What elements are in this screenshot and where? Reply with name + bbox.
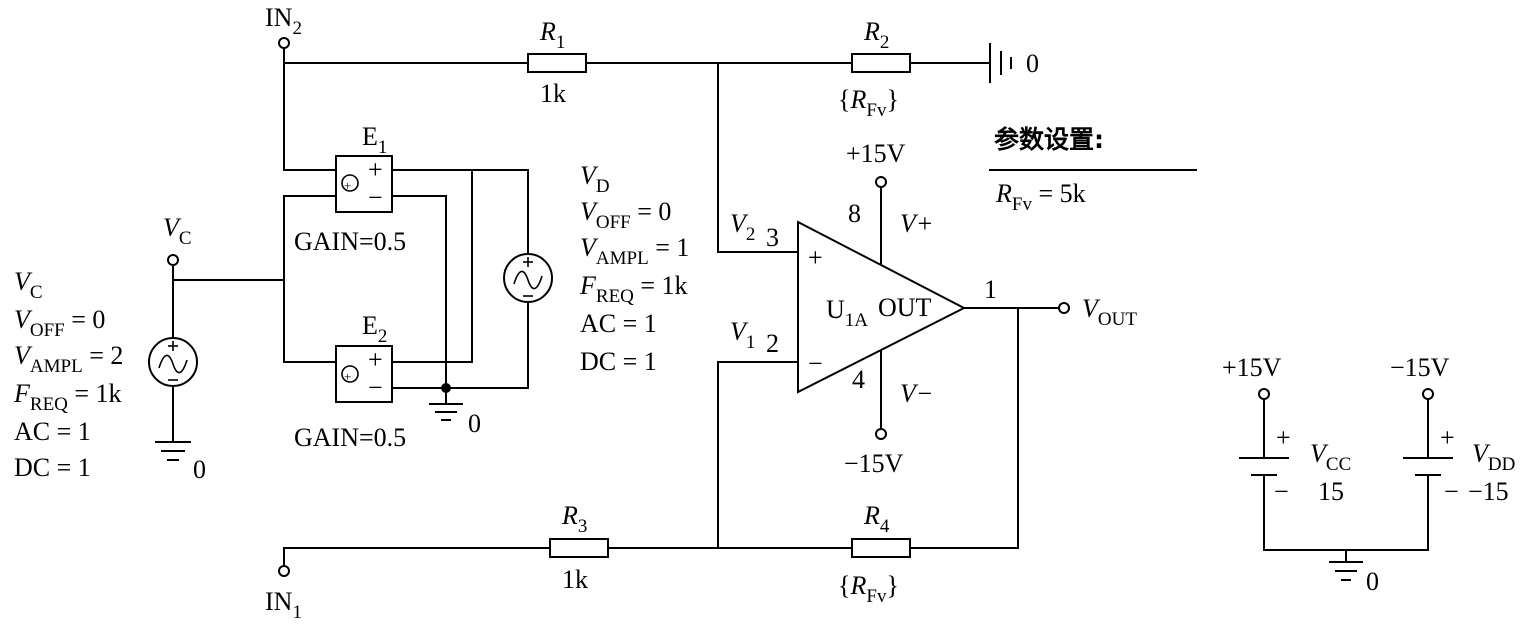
in2-terminal-node[interactable] xyxy=(278,37,290,49)
ground-label-e: 0 xyxy=(468,409,481,438)
vc-voff: VOFF = 0 xyxy=(14,305,105,341)
vdd-battery-symbol xyxy=(1403,457,1453,476)
r1-value: 1k xyxy=(540,79,566,108)
wires xyxy=(172,47,1429,576)
vd-sine-source xyxy=(503,253,553,303)
opamp-v2: V2 xyxy=(730,209,755,245)
r2-value: {RFv} xyxy=(838,85,899,121)
vout-terminal-node[interactable] xyxy=(1058,302,1070,314)
e1-plus: + xyxy=(368,155,383,184)
e2-gain: GAIN=0.5 xyxy=(294,423,406,452)
resistor-r3-body xyxy=(549,538,609,558)
vc-vampl: VAMPL = 2 xyxy=(14,341,123,377)
opamp-top-supply-node[interactable] xyxy=(875,176,887,188)
vcc-terminal-node[interactable] xyxy=(1258,388,1270,400)
opamp-out-label: OUT xyxy=(878,293,932,322)
opamp-pin2: 2 xyxy=(766,329,779,358)
params-title: 参数设置: xyxy=(994,125,1104,154)
ground-symbol-vc xyxy=(155,441,191,461)
opamp-pin4: 4 xyxy=(852,365,865,394)
opamp-bottom-supply: −15V xyxy=(844,449,904,478)
opamp-pin1: 1 xyxy=(984,275,997,304)
ground-symbol-r2 xyxy=(989,43,1012,83)
r4-value: {RFv} xyxy=(838,571,899,607)
vdd-terminal-label: −15V xyxy=(1390,353,1450,382)
opamp-v1: V1 xyxy=(730,317,755,353)
opamp-triangle xyxy=(797,220,967,394)
ground-symbol-supplies xyxy=(1329,561,1363,581)
r4-name: R4 xyxy=(863,501,890,537)
vdd-plus: + xyxy=(1440,423,1455,452)
junction-dot xyxy=(441,383,451,393)
opamp-bottom-supply-node[interactable] xyxy=(875,428,887,440)
ground-symbol-e xyxy=(429,403,463,421)
vcc-battery-symbol xyxy=(1239,457,1289,476)
vcc-name: VCC xyxy=(1310,439,1351,475)
r1-name: R1 xyxy=(539,17,565,53)
vcc-minus: − xyxy=(1274,477,1289,506)
r3-value: 1k xyxy=(562,565,588,594)
r2-name: R2 xyxy=(863,17,889,53)
vdd-name: VDD xyxy=(1472,439,1515,475)
vc-name: VC xyxy=(14,267,43,303)
e1-minus: − xyxy=(368,183,383,212)
in2-label: IN2 xyxy=(265,3,302,39)
opamp-pin3: 3 xyxy=(766,223,779,252)
vc-terminal-node[interactable] xyxy=(167,254,179,266)
vdd-value: −15 xyxy=(1468,477,1509,506)
opamp-name: U1A xyxy=(826,295,868,331)
e1-gain: GAIN=0.5 xyxy=(294,227,406,256)
vdd-minus: − xyxy=(1444,477,1459,506)
e2-minus: − xyxy=(368,373,383,402)
e2-name: E2 xyxy=(362,311,387,347)
params-entry: RFv = 5k xyxy=(995,179,1086,215)
vcc-terminal-label: +15V xyxy=(1222,353,1282,382)
vd-dc: DC = 1 xyxy=(580,347,657,376)
opamp-vplus: V+ xyxy=(900,209,933,238)
vcc-plus: + xyxy=(1276,423,1291,452)
vc-sine-source xyxy=(148,337,198,387)
vc-dc: DC = 1 xyxy=(14,453,91,482)
ground-label-r2: 0 xyxy=(1026,49,1039,78)
vd-ac: AC = 1 xyxy=(580,309,657,338)
opamp-plus: + xyxy=(808,243,823,272)
resistor-r4-body xyxy=(851,538,911,558)
ground-label-vc: 0 xyxy=(193,455,206,484)
vd-name: VD xyxy=(580,161,610,197)
opamp-vminus: V− xyxy=(900,379,933,408)
ground-label-supplies: 0 xyxy=(1366,567,1379,596)
opamp-top-supply: +15V xyxy=(846,139,906,168)
e1-ctrl-sign: + xyxy=(344,178,351,193)
vd-voff: VOFF = 0 xyxy=(580,197,671,233)
vd-vampl: VAMPL = 1 xyxy=(580,233,689,269)
opamp-minus: − xyxy=(808,349,823,378)
e2-source: + xyxy=(335,345,393,403)
resistor-r1-body xyxy=(527,53,587,73)
vc-ac: AC = 1 xyxy=(14,417,91,446)
vcc-value: 15 xyxy=(1318,477,1344,506)
r3-name: R3 xyxy=(561,501,587,537)
e2-plus: + xyxy=(368,345,383,374)
vout-label: VOUT xyxy=(1082,294,1137,330)
vc-terminal-label: VC xyxy=(163,213,192,249)
in1-terminal-node[interactable] xyxy=(278,565,290,577)
vc-freq: FREQ = 1k xyxy=(13,379,122,415)
vdd-terminal-node[interactable] xyxy=(1422,388,1434,400)
e1-name: E1 xyxy=(362,122,387,158)
opamp-pin8: 8 xyxy=(848,199,861,228)
vd-freq: FREQ = 1k xyxy=(579,271,688,307)
resistor-r2-body xyxy=(851,53,911,73)
e2-ctrl-sign: + xyxy=(344,369,351,384)
in1-label: IN1 xyxy=(265,587,302,623)
e1-source: + xyxy=(335,155,393,213)
